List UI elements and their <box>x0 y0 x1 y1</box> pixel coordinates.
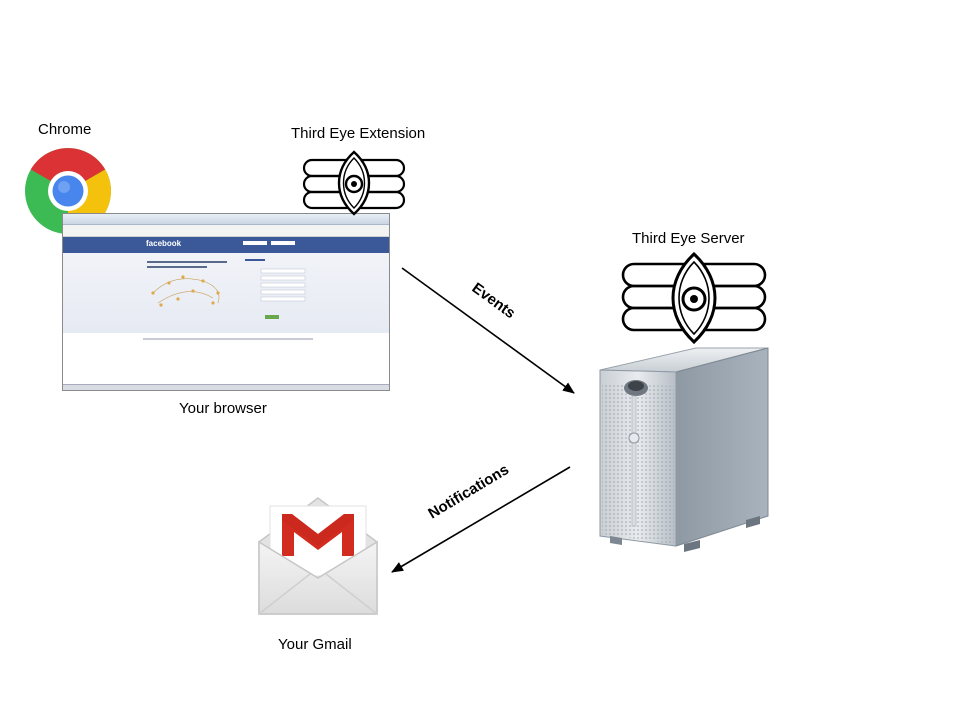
facebook-logo: facebook <box>146 239 182 248</box>
browser-screenshot: facebook <box>62 213 390 391</box>
browser-toolbar <box>63 214 389 225</box>
facebook-body <box>63 253 389 333</box>
login-box-email <box>243 241 267 245</box>
events-arrow <box>401 267 575 394</box>
browser-statusbar <box>63 384 389 390</box>
notifications-edge-label: Notifications <box>425 461 512 522</box>
browser-tabbar <box>63 225 389 237</box>
facebook-footer <box>143 338 313 340</box>
gmail-label: Your Gmail <box>278 636 352 653</box>
login-box-password <box>271 241 295 245</box>
extension-label: Third Eye Extension <box>291 125 426 142</box>
third-eye-logo <box>298 150 410 216</box>
facebook-header: facebook <box>63 237 389 253</box>
notifications-arrow <box>391 466 571 573</box>
chrome-icon <box>24 147 112 235</box>
events-edge-label: Events <box>469 279 519 322</box>
browser-label: Your browser <box>179 400 267 417</box>
third-eye-logo <box>618 252 770 344</box>
server-label: Third Eye Server <box>632 230 745 247</box>
gmail-icon <box>256 494 380 618</box>
chrome-label: Chrome <box>38 121 92 138</box>
server-icon <box>596 340 772 554</box>
